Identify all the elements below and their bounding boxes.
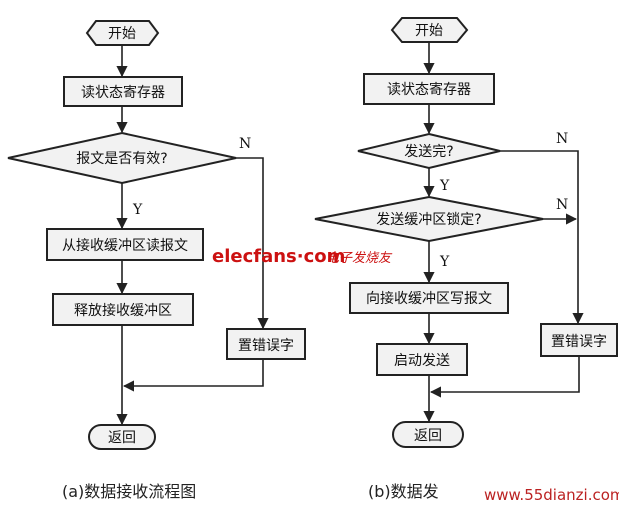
left-read-status-label: 读状态寄存器: [81, 84, 165, 101]
left-return-terminal: [88, 424, 156, 450]
left-merge-path: [122, 359, 264, 392]
right-write-msg-label: 向接收缓冲区写报文: [366, 290, 492, 307]
left-start-label: 开始: [108, 26, 136, 42]
right-no1-label: N: [556, 131, 568, 147]
left-read-msg-label: 从接收缓冲区读报文: [62, 237, 188, 254]
right-start-send-label: 启动发送: [394, 353, 450, 369]
watermark-elecfans: elecfans·com: [212, 246, 345, 267]
left-flowchart: 开始 读状态寄存器 报文是否有效? N Y 从接收缓冲区读报文 释放接收缓冲区 …: [7, 20, 306, 501]
right-merge-path: [429, 356, 580, 398]
left-release-label: 释放接收缓冲区: [74, 302, 172, 319]
left-decision-label: 报文是否有效?: [76, 151, 167, 167]
left-read-status-box: [63, 76, 183, 107]
left-no-label: N: [239, 136, 251, 152]
watermarks: elecfans·com 电子发烧友 www.55dianzi.com: [212, 246, 619, 504]
right-write-msg-box: [349, 282, 509, 314]
right-no2-label: N: [556, 197, 568, 213]
watermark-elecfans-cn: 电子发烧友: [326, 251, 393, 266]
watermark-55dianzi: www.55dianzi.com: [484, 486, 619, 504]
left-read-msg-box: [46, 228, 204, 261]
right-decision2-label: 发送缓冲区锁定?: [376, 212, 481, 228]
right-decision1-label: 发送完?: [404, 144, 453, 160]
left-return-label: 返回: [108, 430, 136, 446]
left-set-error-label: 置错误字: [238, 338, 294, 354]
right-yes2-label: Y: [439, 254, 450, 270]
right-yes1-label: Y: [439, 178, 450, 194]
right-return-label: 返回: [414, 428, 442, 444]
left-yes-label: Y: [132, 202, 143, 218]
right-return-terminal: [392, 421, 464, 448]
right-read-status-label: 读状态寄存器: [387, 81, 471, 98]
right-set-error-box: [540, 323, 618, 357]
left-set-error-box: [226, 328, 306, 360]
right-caption: (b)数据发: [368, 482, 439, 501]
left-caption: (a)数据接收流程图: [62, 482, 196, 501]
left-no-path: [236, 157, 269, 330]
right-start-send-box: [376, 343, 468, 376]
right-start-terminal: [390, 17, 469, 43]
left-start-terminal: [85, 20, 160, 46]
right-start-label: 开始: [415, 23, 443, 39]
right-no1-path: [500, 150, 584, 325]
right-set-error-label: 置错误字: [551, 334, 607, 350]
left-release-box: [52, 293, 194, 326]
right-flowchart: 开始 读状态寄存器 发送完? N Y 发送缓冲区锁定? N Y 向接收缓冲区写报…: [314, 17, 618, 501]
